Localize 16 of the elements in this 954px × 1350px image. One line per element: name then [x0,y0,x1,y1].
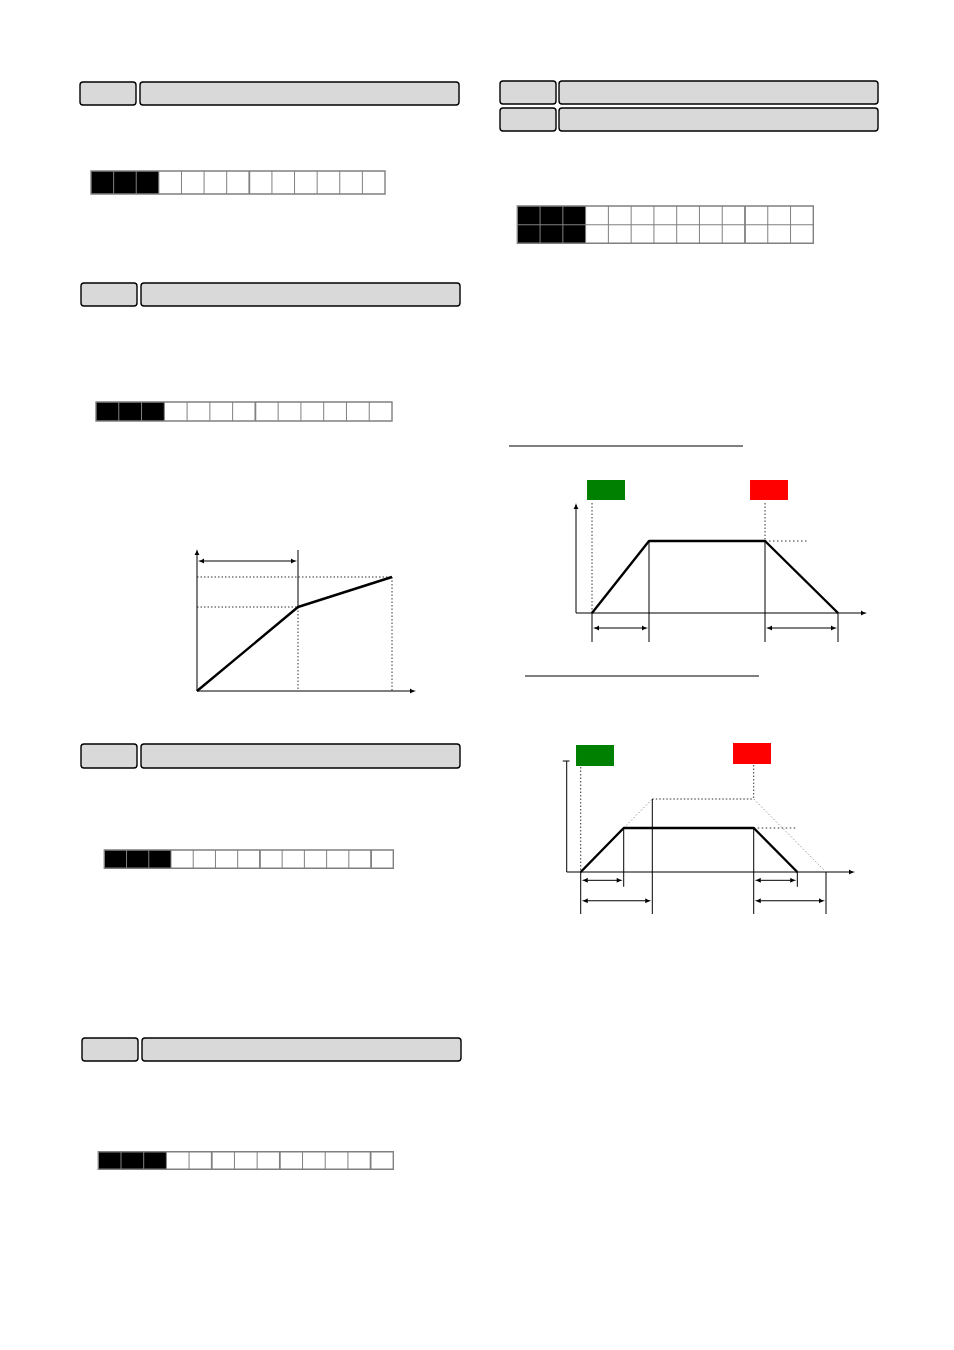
header-box [80,743,138,769]
header-box [139,81,460,106]
header-box [140,282,461,307]
marker-box [733,743,771,764]
header-box [558,107,879,132]
header-box [499,107,557,132]
marker-box [576,745,614,766]
header-box [141,1037,462,1062]
header-box [81,1037,139,1062]
marker-box [750,480,788,500]
header-box [79,81,137,106]
header-box [80,282,138,307]
header-box [558,80,879,105]
header-box [499,80,557,105]
marker-box [587,480,625,500]
header-box [140,743,461,769]
